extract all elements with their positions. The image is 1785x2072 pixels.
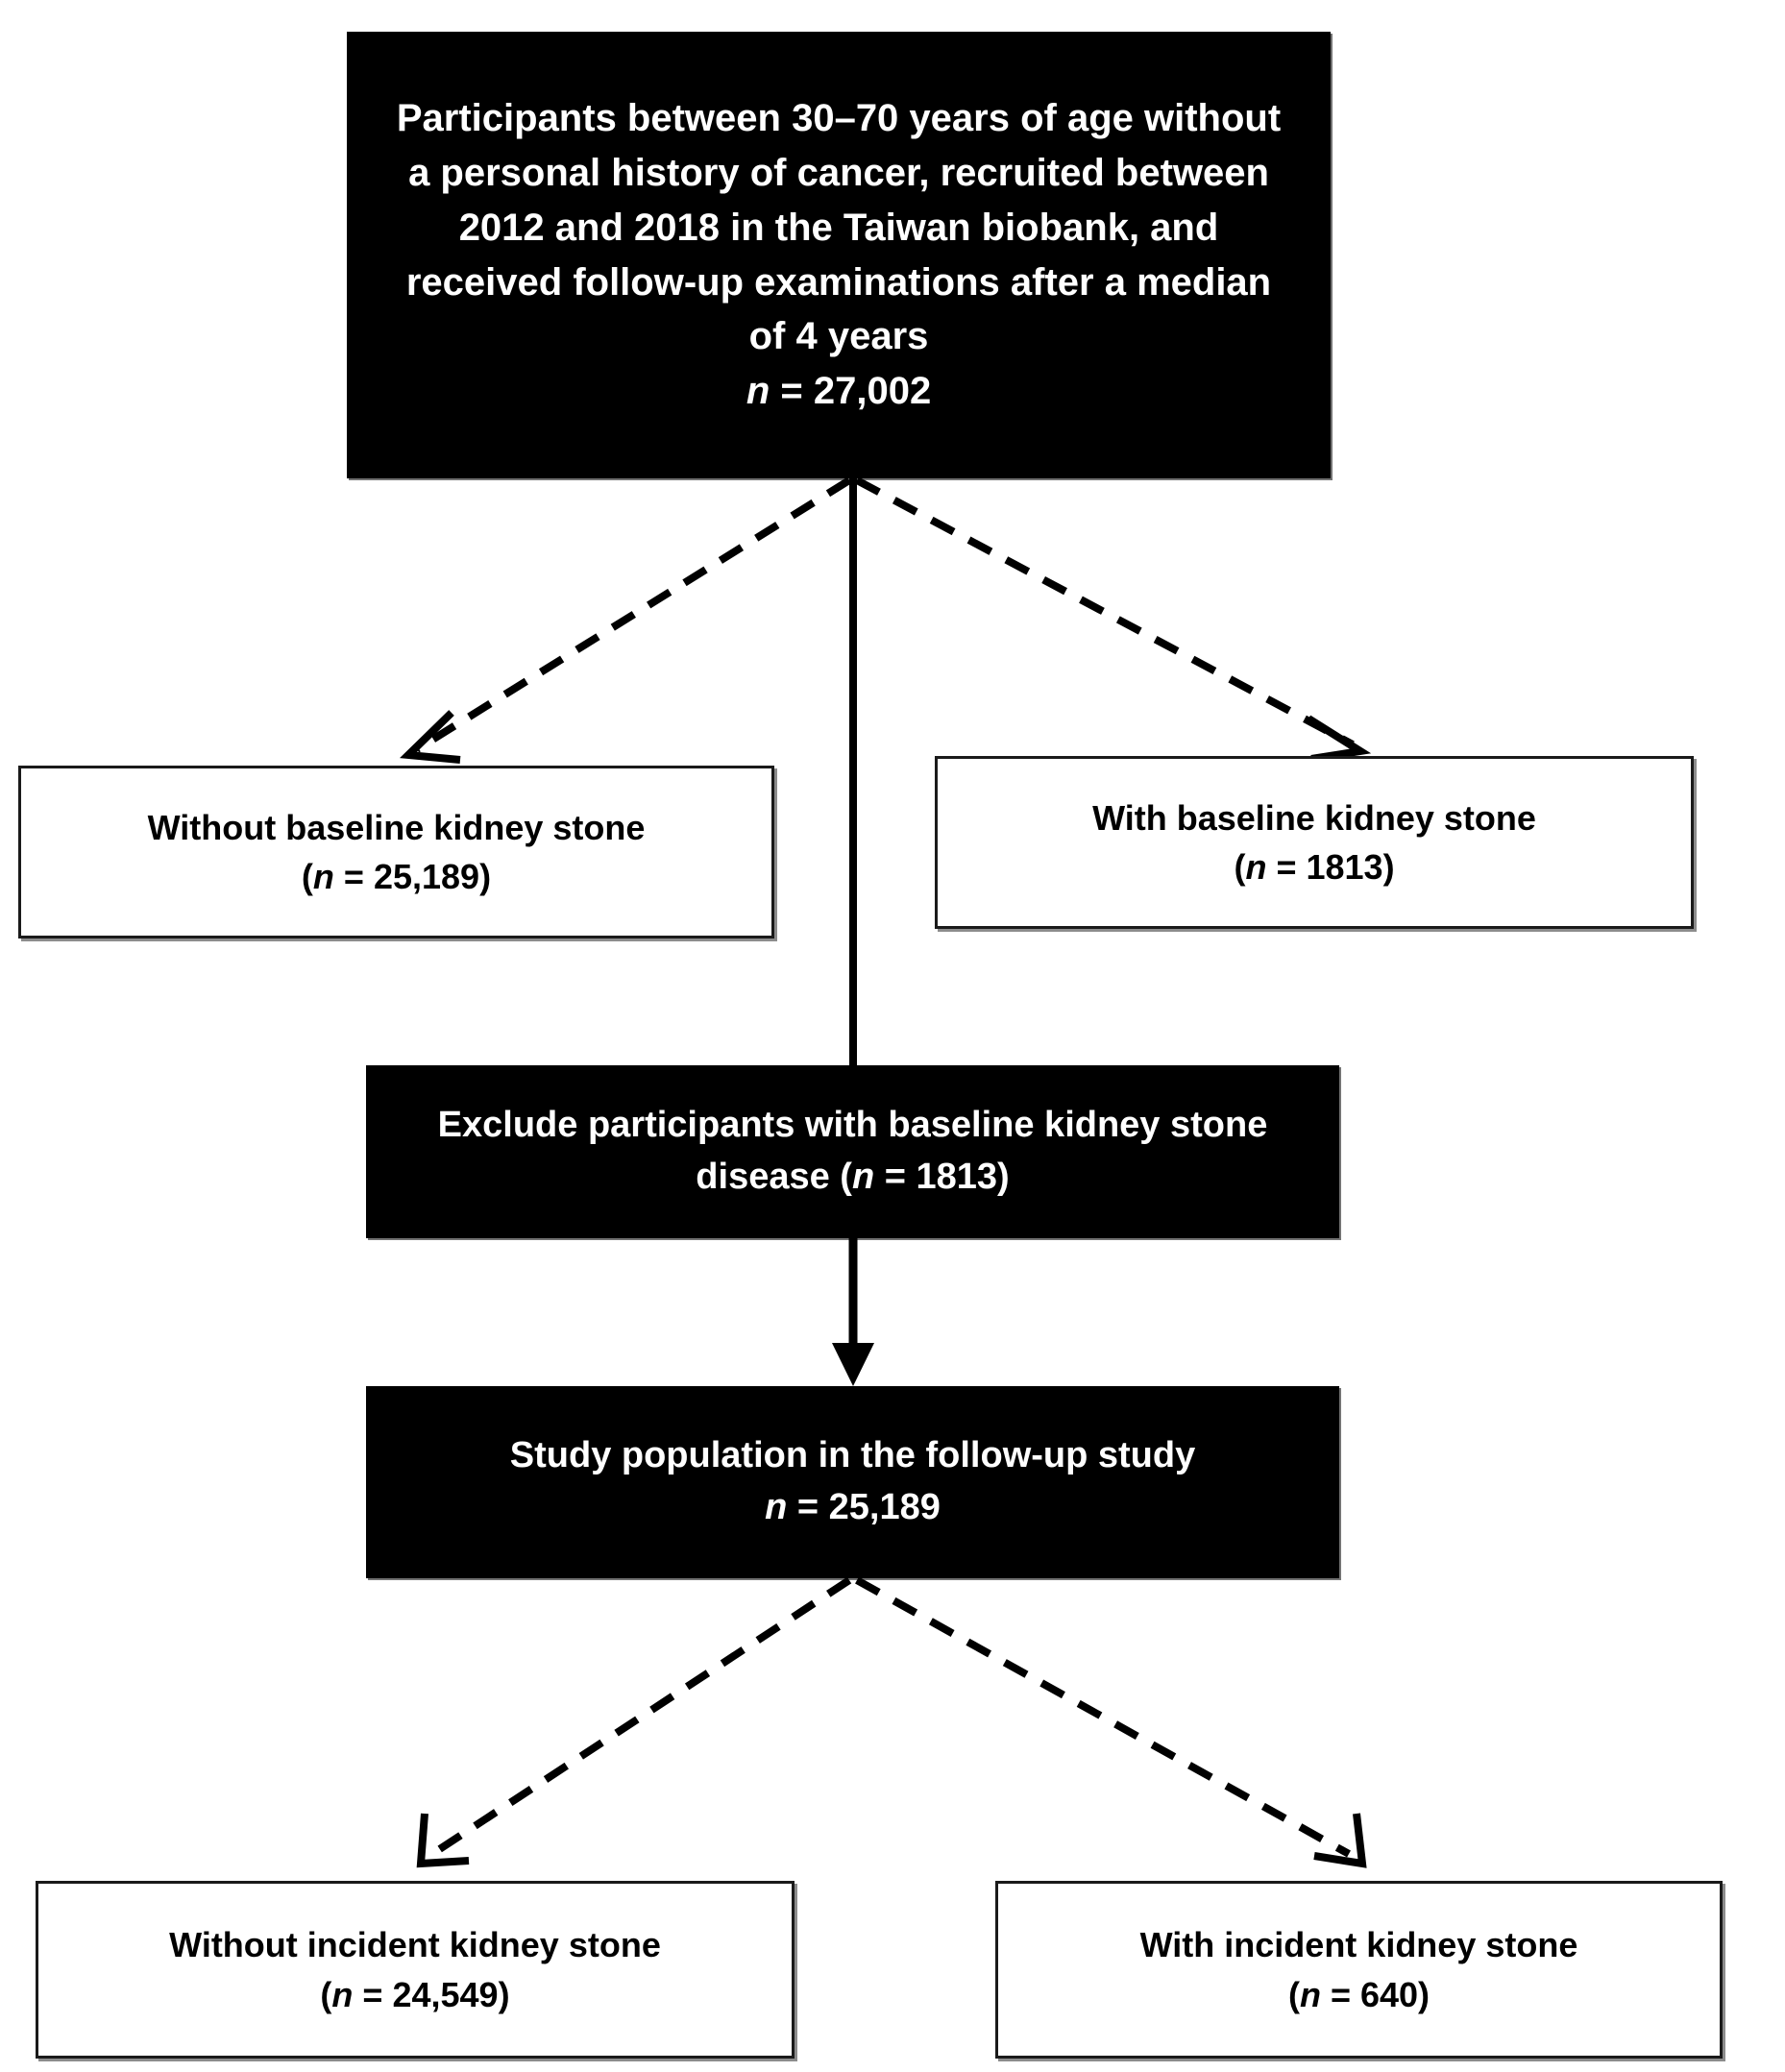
node-source-n-symbol: n <box>746 370 770 413</box>
connector-source-to-with-baseline <box>855 476 1355 748</box>
node-source-line-3: 2012 and 2018 in the Taiwan biobank, and <box>458 206 1219 249</box>
node-study-population-count: n = 25,189 <box>765 1482 941 1534</box>
node-exclude-n-equals: = <box>874 1157 917 1197</box>
node-with-incident-kidney-stone: With incident kidney stone (n = 640) <box>995 1881 1723 2059</box>
connector-study-population-to-without-incident <box>429 1576 852 1858</box>
node-without-baseline-kidney-stone: Without baseline kidney stone (n = 25,18… <box>18 766 774 938</box>
node-exclude-baseline-kidney-stone: Exclude participants with baseline kidne… <box>366 1065 1339 1238</box>
node-without-incident-n-equals: = <box>353 1974 393 2014</box>
arrowhead-source-to-without-baseline <box>400 710 461 764</box>
node-source-population: Participants between 30–70 years of age … <box>347 32 1331 478</box>
node-source-count: n = 27,002 <box>746 364 931 419</box>
arrowhead-exclude-to-study-population <box>832 1343 874 1386</box>
node-with-incident-n-equals: = <box>1320 1974 1360 2014</box>
node-without-incident-label: Without incident kidney stone <box>169 1925 661 1965</box>
node-with-baseline-label: With baseline kidney stone <box>1092 797 1536 838</box>
node-without-incident-n-value: 24,549 <box>392 1974 499 2014</box>
node-without-baseline-paren-close: ) <box>479 857 492 896</box>
node-study-population-n-equals: = <box>787 1487 829 1527</box>
node-with-baseline-n-symbol: n <box>1245 847 1267 887</box>
node-study-population-n-symbol: n <box>765 1487 788 1527</box>
node-without-incident-count: (n = 24,549) <box>320 1970 509 2019</box>
node-without-incident-n-symbol: n <box>331 1974 354 2014</box>
node-without-incident-kidney-stone: Without incident kidney stone (n = 24,54… <box>36 1881 795 2059</box>
node-study-population-n-value: 25,189 <box>828 1487 941 1527</box>
node-with-baseline-paren-close: ) <box>1382 847 1395 887</box>
node-exclude-line-2-prefix: disease ( <box>696 1157 852 1197</box>
node-study-population: Study population in the follow-up study … <box>366 1386 1339 1578</box>
node-without-baseline-n-symbol: n <box>312 857 334 896</box>
node-source-line-5: of 4 years <box>748 315 929 358</box>
node-without-baseline-n-equals: = <box>333 857 374 896</box>
node-exclude-line-2-suffix: ) <box>997 1157 1010 1197</box>
node-without-baseline-n-value: 25,189 <box>373 857 480 896</box>
node-exclude-line-2: disease (n = 1813) <box>696 1152 1009 1204</box>
node-with-incident-label: With incident kidney stone <box>1139 1925 1578 1965</box>
node-exclude-n-value: 1813 <box>916 1157 998 1197</box>
node-without-baseline-label: Without baseline kidney stone <box>147 807 646 847</box>
node-without-baseline-count: (n = 25,189) <box>302 852 491 901</box>
node-with-baseline-n-value: 1813 <box>1306 847 1383 887</box>
node-exclude-n-symbol: n <box>851 1157 875 1197</box>
node-with-incident-n-value: 640 <box>1359 1974 1419 2014</box>
connector-study-population-to-with-incident <box>855 1576 1351 1858</box>
connector-source-to-without-baseline <box>414 476 852 753</box>
node-with-baseline-count: (n = 1813) <box>1234 842 1394 891</box>
node-with-baseline-kidney-stone: With baseline kidney stone (n = 1813) <box>935 756 1694 929</box>
node-study-population-label: Study population in the follow-up study <box>509 1435 1196 1476</box>
node-with-incident-n-symbol: n <box>1299 1974 1321 2014</box>
node-source-n-value: 27,002 <box>813 370 932 413</box>
node-without-baseline-paren-open: ( <box>301 857 313 896</box>
node-with-baseline-paren-open: ( <box>1234 847 1246 887</box>
node-with-incident-paren-open: ( <box>1287 1974 1300 2014</box>
node-with-incident-paren-close: ) <box>1418 1974 1430 2014</box>
arrowhead-study-population-to-without-incident <box>416 1813 470 1868</box>
node-source-n-equals: = <box>770 370 814 413</box>
node-source-line-2: a personal history of cancer, recruited … <box>408 151 1269 194</box>
arrowhead-source-to-with-baseline <box>1306 715 1372 763</box>
arrowhead-study-population-to-with-incident <box>1313 1813 1367 1868</box>
node-source-line-4: received follow-up examinations after a … <box>405 260 1272 304</box>
node-source-line-1: Participants between 30–70 years of age … <box>396 97 1282 140</box>
node-with-baseline-n-equals: = <box>1266 847 1307 887</box>
node-with-incident-count: (n = 640) <box>1288 1970 1430 2019</box>
node-without-incident-paren-open: ( <box>320 1974 332 2014</box>
node-without-incident-paren-close: ) <box>498 1974 510 2014</box>
node-exclude-line-1: Exclude participants with baseline kidne… <box>437 1105 1268 1146</box>
